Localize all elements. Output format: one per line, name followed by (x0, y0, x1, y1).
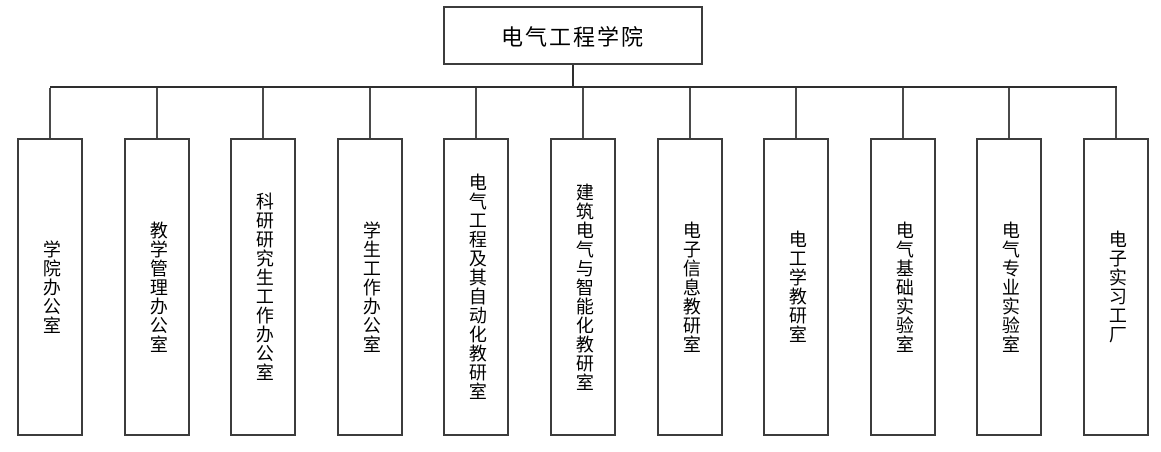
org-child-box-electrical-specialty-lab: 电气专业实验室 (976, 138, 1042, 436)
org-child-box-research-graduate-office: 科研研究生工作办公室 (230, 138, 296, 436)
connector-drop-line (262, 88, 264, 138)
connector-drop-line (475, 88, 477, 138)
org-child-label: 电气基础实验室 (892, 220, 914, 354)
org-child-box-ee-automation-teaching-office: 电气工程及其自动化教研室 (443, 138, 509, 436)
connector-drop-line (1115, 88, 1117, 138)
org-child-label: 学院办公室 (39, 239, 61, 335)
connector-drop-line (49, 88, 51, 138)
org-root-label: 电气工程学院 (500, 25, 645, 51)
connector-drop-line (795, 88, 797, 138)
org-child-box-electrotechnics-teaching-office: 电工学教研室 (763, 138, 829, 436)
connector-drop-line (369, 88, 371, 138)
org-child-label: 建筑电气与智能化教研室 (572, 182, 594, 392)
org-child-box-student-affairs-office: 学生工作办公室 (337, 138, 403, 436)
org-child-box-electrical-foundation-lab: 电气基础实验室 (870, 138, 936, 436)
org-root-box: 电气工程学院 (443, 6, 703, 65)
org-child-label: 电气专业实验室 (998, 220, 1020, 354)
connector-drop-line (582, 88, 584, 138)
org-child-box-electronic-practice-factory: 电子实习工厂 (1083, 138, 1149, 436)
org-child-box-teaching-management-office: 教学管理办公室 (124, 138, 190, 436)
connector-stem-line (572, 65, 574, 86)
org-child-label: 学生工作办公室 (359, 220, 381, 354)
org-child-label: 科研研究生工作办公室 (252, 192, 274, 382)
org-child-label: 电气工程及其自动化教研室 (465, 173, 487, 401)
org-child-label: 电子实习工厂 (1105, 230, 1127, 344)
org-child-label: 电工学教研室 (785, 230, 807, 344)
connector-bus-line (50, 86, 1117, 88)
connector-drop-line (156, 88, 158, 138)
connector-drop-line (689, 88, 691, 138)
connector-drop-line (1008, 88, 1010, 138)
org-child-box-building-electrical-teaching-office: 建筑电气与智能化教研室 (550, 138, 616, 436)
org-child-label: 教学管理办公室 (146, 220, 168, 354)
connector-drop-line (902, 88, 904, 138)
org-child-box-college-office: 学院办公室 (17, 138, 83, 436)
org-child-box-electronic-information-teaching-office: 电子信息教研室 (657, 138, 723, 436)
org-child-label: 电子信息教研室 (679, 220, 701, 354)
